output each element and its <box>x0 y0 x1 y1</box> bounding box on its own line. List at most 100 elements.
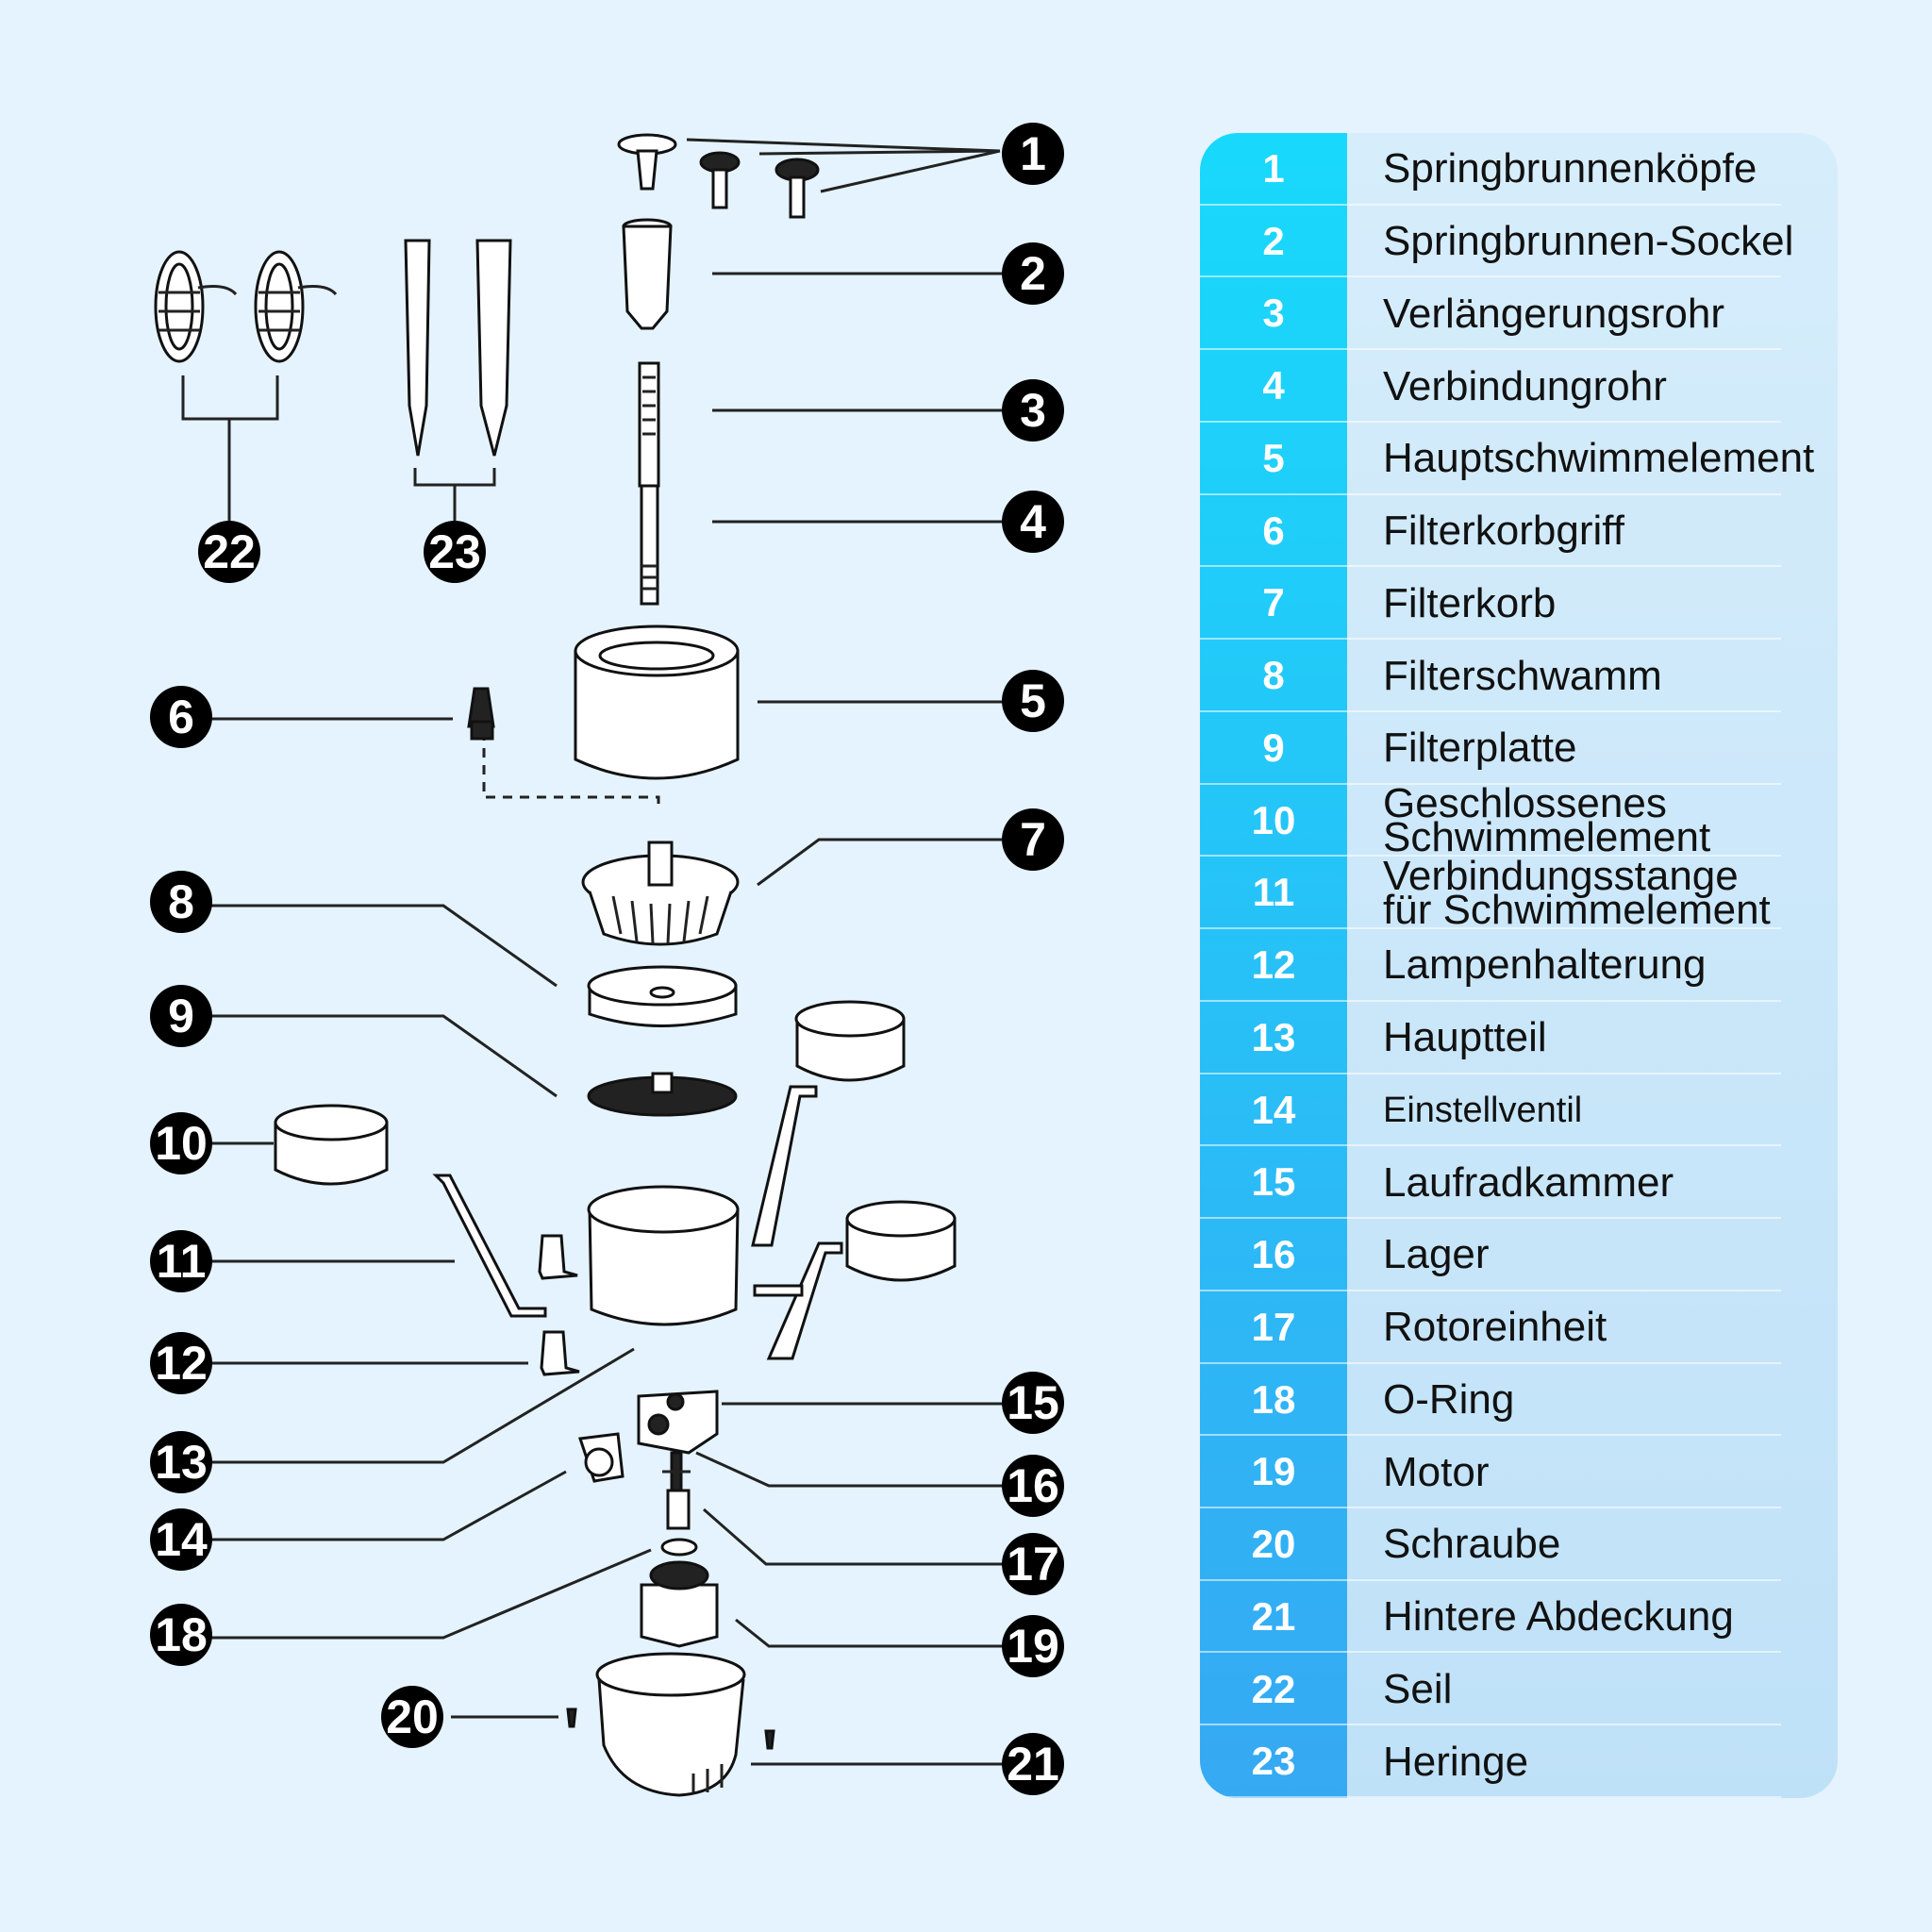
legend-number: 22 <box>1251 1666 1296 1711</box>
legend-number: 20 <box>1251 1522 1296 1567</box>
callout-marker: 1 <box>1002 123 1064 185</box>
callout-number: 21 <box>1007 1738 1059 1790</box>
legend-row-divider <box>1200 1578 1781 1581</box>
legend-label: Filterplatte <box>1383 724 1577 772</box>
callout-number: 17 <box>1007 1538 1059 1591</box>
legend-label: Einstellventil <box>1383 1090 1583 1130</box>
part-stakes <box>404 239 512 457</box>
callout-marker: 13 <box>150 1431 212 1493</box>
legend-label: Springbrunnenköpfe <box>1383 145 1757 192</box>
legend-number-column <box>1200 133 1347 1798</box>
part-closed-float-right-bottom <box>845 1200 957 1282</box>
legend-label: Hauptteil <box>1383 1014 1547 1061</box>
callout-circle <box>150 1112 212 1174</box>
callout-number: 13 <box>155 1436 208 1489</box>
part-bearing <box>662 1451 691 1492</box>
callout-circle <box>1002 1615 1064 1677</box>
part-connecting-tube <box>640 484 659 606</box>
callout-circle <box>150 686 212 748</box>
legend-row-divider <box>1200 203 1781 206</box>
legend-label: Filterkorbgriff <box>1383 508 1624 555</box>
legend-row-divider <box>1200 1795 1781 1798</box>
legend-row-divider <box>1200 999 1781 1002</box>
legend-row-divider <box>1200 1434 1781 1437</box>
callout-circle <box>150 1431 212 1493</box>
part-fountain-heads <box>617 133 820 219</box>
legend-label: Filterschwamm <box>1383 652 1662 699</box>
legend-row: 16 Lager <box>1200 1219 1838 1291</box>
callout-number: 15 <box>1007 1376 1059 1429</box>
callout-number: 18 <box>155 1608 208 1661</box>
part-ropes <box>154 250 338 363</box>
part-closed-float-right-top <box>794 1000 906 1082</box>
legend-number: 13 <box>1251 1014 1296 1059</box>
legend-row-divider <box>1200 1651 1781 1654</box>
callout-marker: 7 <box>1002 808 1064 871</box>
callout-marker: 15 <box>1002 1372 1064 1434</box>
legend-row-divider <box>1200 927 1781 930</box>
callout-number: 2 <box>1020 247 1046 300</box>
callout-circle <box>150 1230 212 1292</box>
callout-circle <box>1002 1455 1064 1517</box>
callout-circle <box>1002 670 1064 732</box>
callout-marker: 8 <box>150 871 212 933</box>
legend-label: Geschlossenes Schwimmelement <box>1383 779 1711 860</box>
part-filter-plate <box>587 1072 738 1117</box>
legend-row-divider <box>1200 275 1781 278</box>
part-lamp-holders <box>538 1234 580 1376</box>
callout-circle <box>1002 123 1064 185</box>
part-rotor-unit <box>666 1489 691 1530</box>
callout-marker: 23 <box>424 521 486 583</box>
callout-number: 10 <box>155 1117 208 1170</box>
callout-number: 16 <box>1007 1459 1059 1512</box>
callout-number: 1 <box>1020 127 1046 180</box>
callout-number: 5 <box>1020 675 1046 727</box>
legend-label: Verbindungrohr <box>1383 362 1667 409</box>
callout-circle <box>1002 1733 1064 1795</box>
legend-label: Filterkorb <box>1383 579 1557 626</box>
legend-row-divider <box>1200 348 1781 351</box>
callout-circle <box>1002 242 1064 305</box>
legend-row-divider <box>1200 565 1781 568</box>
part-main-body <box>587 1185 740 1326</box>
callout-number: 19 <box>1007 1620 1059 1673</box>
callout-number: 4 <box>1020 495 1046 548</box>
callout-number: 3 <box>1020 384 1046 437</box>
legend-label: Seil <box>1383 1665 1453 1712</box>
callout-marker: 20 <box>381 1686 443 1748</box>
legend-row: 6 Filterkorbgriff <box>1200 495 1838 568</box>
legend-number: 12 <box>1251 942 1296 988</box>
callout-circle <box>150 1508 212 1571</box>
callout-number: 8 <box>168 875 194 928</box>
legend-label: Lager <box>1383 1231 1490 1278</box>
callout-circle <box>150 1604 212 1666</box>
callout-circle <box>1002 491 1064 553</box>
callout-circle <box>150 985 212 1047</box>
callout-circle <box>424 521 486 583</box>
legend-row-divider <box>1200 1072 1781 1074</box>
legend-label: Hauptschwimmelement <box>1383 435 1815 482</box>
legend-number: 6 <box>1262 508 1285 553</box>
part-closed-float-left <box>274 1104 389 1186</box>
callout-marker: 17 <box>1002 1533 1064 1595</box>
callout-circle <box>1002 808 1064 871</box>
legend-number: 16 <box>1251 1232 1296 1277</box>
part-fountain-base <box>622 218 673 330</box>
callout-circle <box>381 1686 443 1748</box>
callout-number: 11 <box>157 1235 207 1288</box>
legend-row-divider <box>1200 855 1781 858</box>
callout-number: 22 <box>203 525 256 578</box>
legend-label: Laufradkammer <box>1383 1158 1674 1206</box>
callout-marker: 3 <box>1002 379 1064 441</box>
part-filter-basket-handle <box>467 687 495 741</box>
legend-number: 8 <box>1262 653 1285 698</box>
legend-label: Verbindungsstange für Schwimmelement <box>1383 852 1771 933</box>
legend-number: 17 <box>1251 1304 1296 1349</box>
